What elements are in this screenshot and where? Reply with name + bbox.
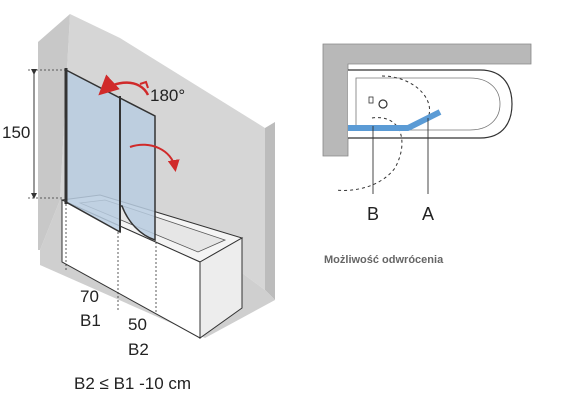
swing-arc-b (335, 117, 403, 191)
rotation-arrow-180 (98, 74, 150, 96)
side-wall (38, 14, 70, 250)
label-b: B (367, 204, 379, 224)
wall-plan (322, 43, 532, 157)
b2-value-label: 50 (128, 315, 147, 334)
rotation-label: 180° (150, 86, 185, 105)
swing-arrow (129, 143, 180, 172)
bathtub-plan (348, 69, 513, 139)
swing-arc-a (381, 75, 430, 119)
drain-icon (378, 99, 388, 109)
b1-name-label: B1 (80, 311, 101, 330)
left-isometric-view: 150 180° 70 B1 50 B2 B2 ≤ B1 -10 cm (2, 14, 275, 393)
reversible-caption: Możliwość odwrócenia (324, 254, 444, 266)
height-label: 150 (2, 123, 30, 142)
b1-value-label: 70 (80, 287, 99, 306)
b2-name-label: B2 (128, 340, 149, 359)
right-top-view: B A Możliwość odwrócenia (322, 43, 532, 266)
label-a: A (422, 204, 434, 224)
right-wall (265, 122, 275, 300)
screen-panel-plan (348, 109, 442, 131)
bathtub-side (199, 237, 243, 339)
width-formula: B2 ≤ B1 -10 cm (74, 374, 191, 393)
glass-panel-b2 (119, 96, 156, 242)
